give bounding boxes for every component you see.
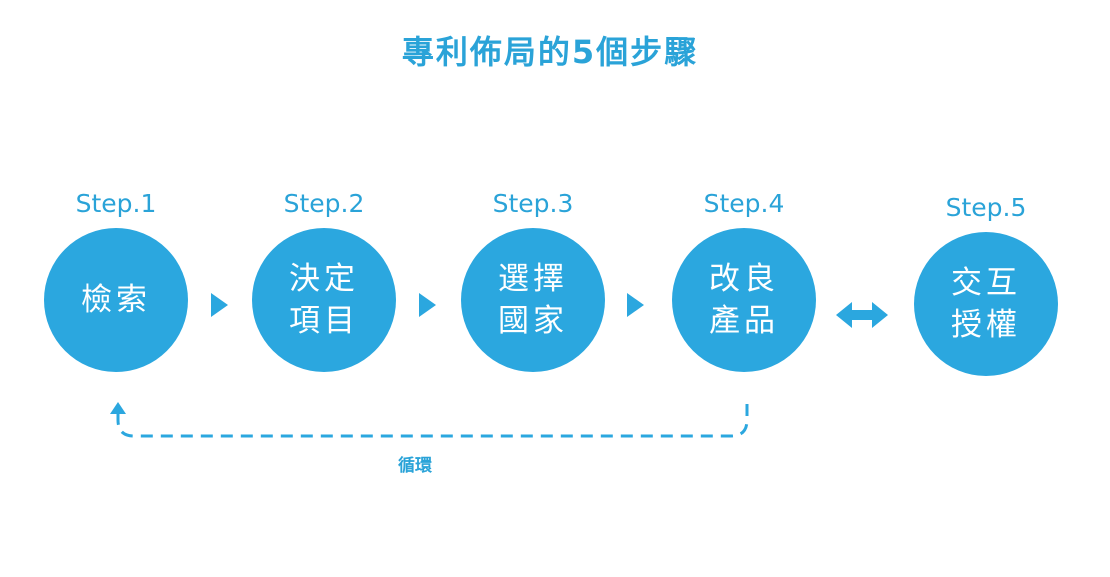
step-5-text: 交互授權	[951, 265, 1021, 343]
step-4-text: 改良產品	[709, 261, 779, 339]
arrow-right-icon	[627, 293, 644, 317]
step-5-circle: 交互授權	[914, 232, 1058, 376]
step-2: Step.2 決定項目	[252, 188, 396, 372]
step-1: Step.1 檢索	[44, 188, 188, 372]
step-4-circle: 改良產品	[672, 228, 816, 372]
diagram-title: 專利佈局的5個步驟	[401, 33, 699, 71]
step-3-circle: 選擇國家	[461, 228, 605, 372]
step-1-label: Step.1	[75, 189, 157, 218]
loop-label: 循環	[398, 456, 432, 476]
loop-arrowhead-icon	[110, 402, 126, 414]
step-4: Step.4 改良產品	[672, 188, 816, 372]
step-4-label: Step.4	[703, 189, 785, 218]
step-3-text: 選擇國家	[498, 261, 568, 339]
arrow-right-icon	[211, 293, 228, 317]
step-5: Step.5 交互授權	[914, 192, 1058, 376]
step-1-circle: 檢索	[44, 228, 188, 372]
step-2-text: 決定項目	[289, 261, 359, 339]
arrow-right-icon	[419, 293, 436, 317]
step-3-label: Step.3	[492, 189, 574, 218]
step-2-label: Step.2	[283, 189, 365, 218]
step-3: Step.3 選擇國家	[461, 188, 605, 372]
step-2-circle: 決定項目	[252, 228, 396, 372]
loop-dashed-line	[116, 404, 749, 438]
step-1-text: 檢索	[81, 282, 151, 318]
step-5-label: Step.5	[945, 193, 1027, 222]
double-arrow-icon	[836, 302, 888, 328]
